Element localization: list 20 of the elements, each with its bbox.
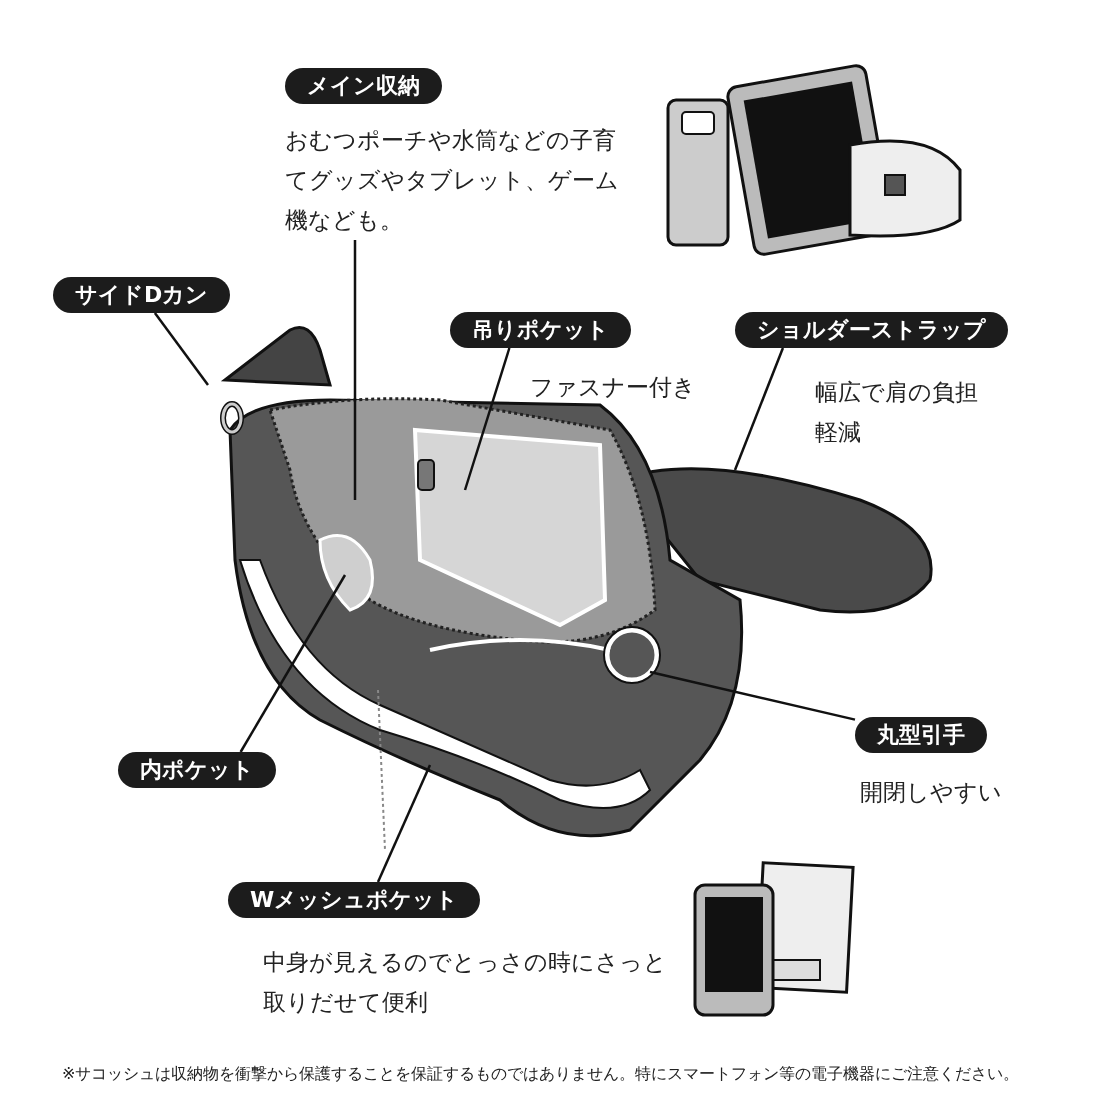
label-pill: 吊りポケット — [450, 312, 631, 348]
leader-line — [463, 347, 511, 491]
leader-line — [353, 240, 357, 500]
description-text: 中身が見えるのでとっさの時にさっと取りだせて便利 — [263, 948, 668, 1017]
label-pill: メイン収納 — [285, 68, 442, 104]
leader-line — [733, 347, 785, 471]
label-pill: ショルダーストラップ — [735, 312, 1008, 348]
description-text: おむつポーチや水筒などの子育てグッズやタブレット、ゲーム機なども。 — [285, 126, 620, 235]
leader-line — [153, 312, 209, 386]
label-pill: サイドDカン — [53, 277, 231, 313]
leader-line — [649, 670, 856, 721]
description-text: ファスナー付き — [530, 373, 697, 402]
label-pill: Wメッシュポケット — [228, 882, 481, 918]
leader-line — [376, 764, 432, 883]
description-text: 開閉しやすい — [860, 778, 1003, 807]
label-pill: 丸型引手 — [855, 717, 987, 753]
leader-line — [239, 574, 347, 753]
footnote-text: ※サコッシュは収納物を衝撃から保護することを保証するものではありません。特にスマートフォン等の電子機器にご注意ください。 — [62, 1064, 1020, 1085]
label-pill: 内ポケット — [118, 752, 276, 788]
description-text: 幅広で肩の負担軽減 — [815, 378, 979, 447]
